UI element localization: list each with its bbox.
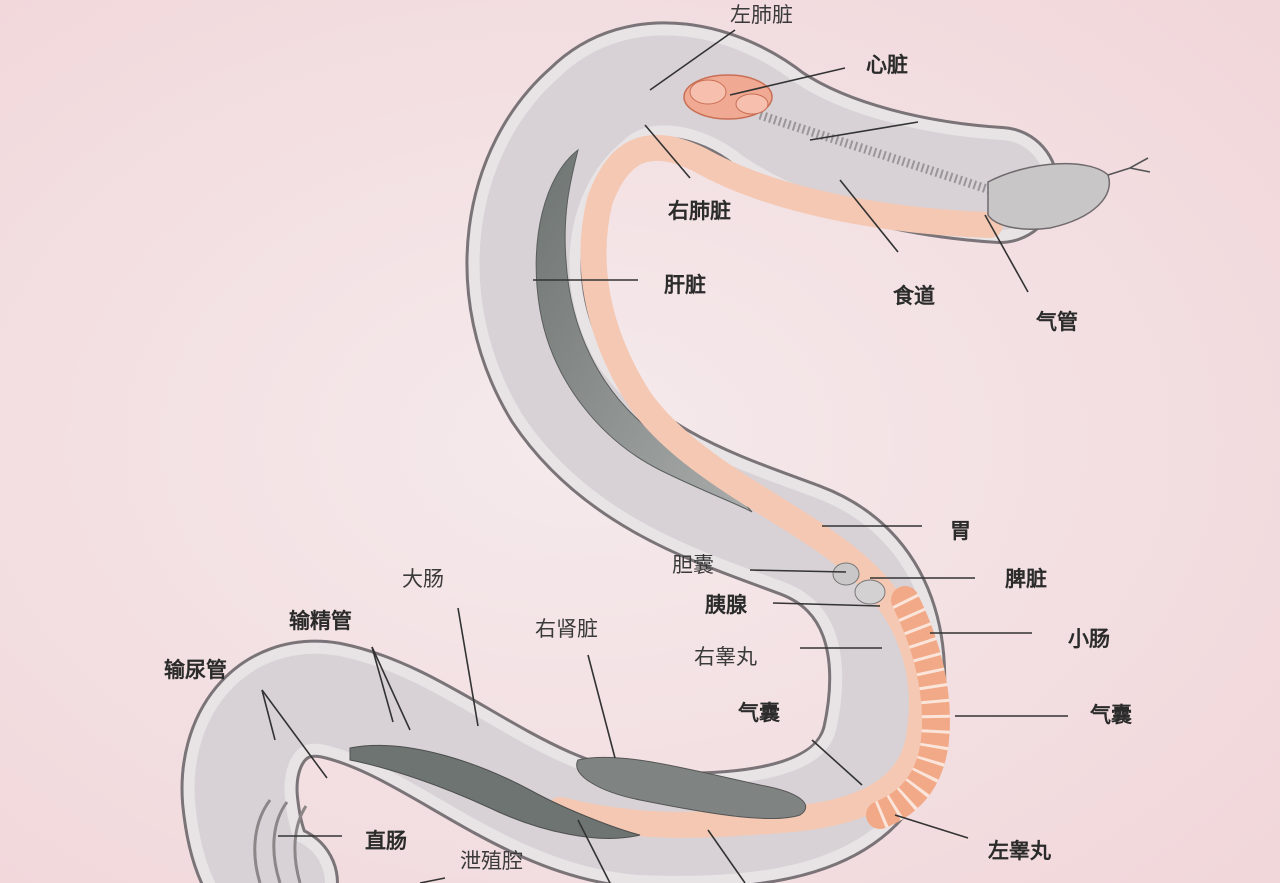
label-cloaca: 泄殖腔 — [460, 849, 523, 873]
label-trachea: 气管 — [1035, 310, 1078, 334]
label-small-intestine: 小肠 — [1068, 627, 1110, 651]
liver-organ — [535, 148, 753, 513]
label-right-lung: 右肺脏 — [668, 199, 731, 223]
snake-body — [180, 21, 1151, 883]
label-heart: 心脏 — [866, 53, 908, 77]
label-esophagus: 食道 — [893, 284, 935, 308]
snake-head — [987, 157, 1151, 230]
label-left-testis: 左睾丸 — [988, 839, 1052, 863]
label-ureter: 输尿管 — [164, 658, 227, 682]
heart-organ — [683, 74, 773, 120]
tail-coil — [253, 799, 308, 883]
small-intestine-segments — [866, 586, 950, 829]
label-air-sac-left: 气囊 — [737, 701, 780, 725]
label-large-intestine: 大肠 — [402, 567, 444, 591]
label-vas-deferens: 输精管 — [289, 609, 352, 633]
trachea-tube — [758, 110, 992, 195]
label-air-sac-right: 气囊 — [1089, 703, 1132, 727]
label-liver: 肝脏 — [664, 273, 706, 297]
label-spleen: 脾脏 — [1005, 567, 1047, 591]
labels: 左肺脏 心脏 右肺脏 肝脏 食道 气管 胃 胆囊 脾脏 胰腺 小肠 右睾丸 气囊… — [164, 3, 1132, 873]
label-right-testis: 右睾丸 — [694, 645, 757, 669]
digestive-tract — [547, 134, 1003, 838]
large-intestine-organ — [349, 744, 641, 839]
label-pancreas: 胰腺 — [705, 593, 748, 617]
right-kidney-organ — [576, 756, 807, 820]
label-right-kidney: 右肾脏 — [535, 617, 598, 641]
label-gallbladder: 胆囊 — [672, 553, 714, 577]
tongue — [1107, 157, 1151, 176]
gallbladder-cluster — [832, 562, 886, 605]
label-stomach: 胃 — [950, 519, 971, 543]
label-rectum: 直肠 — [365, 829, 407, 853]
leader-lines — [261, 29, 1068, 883]
label-left-lung: 左肺脏 — [730, 3, 793, 27]
